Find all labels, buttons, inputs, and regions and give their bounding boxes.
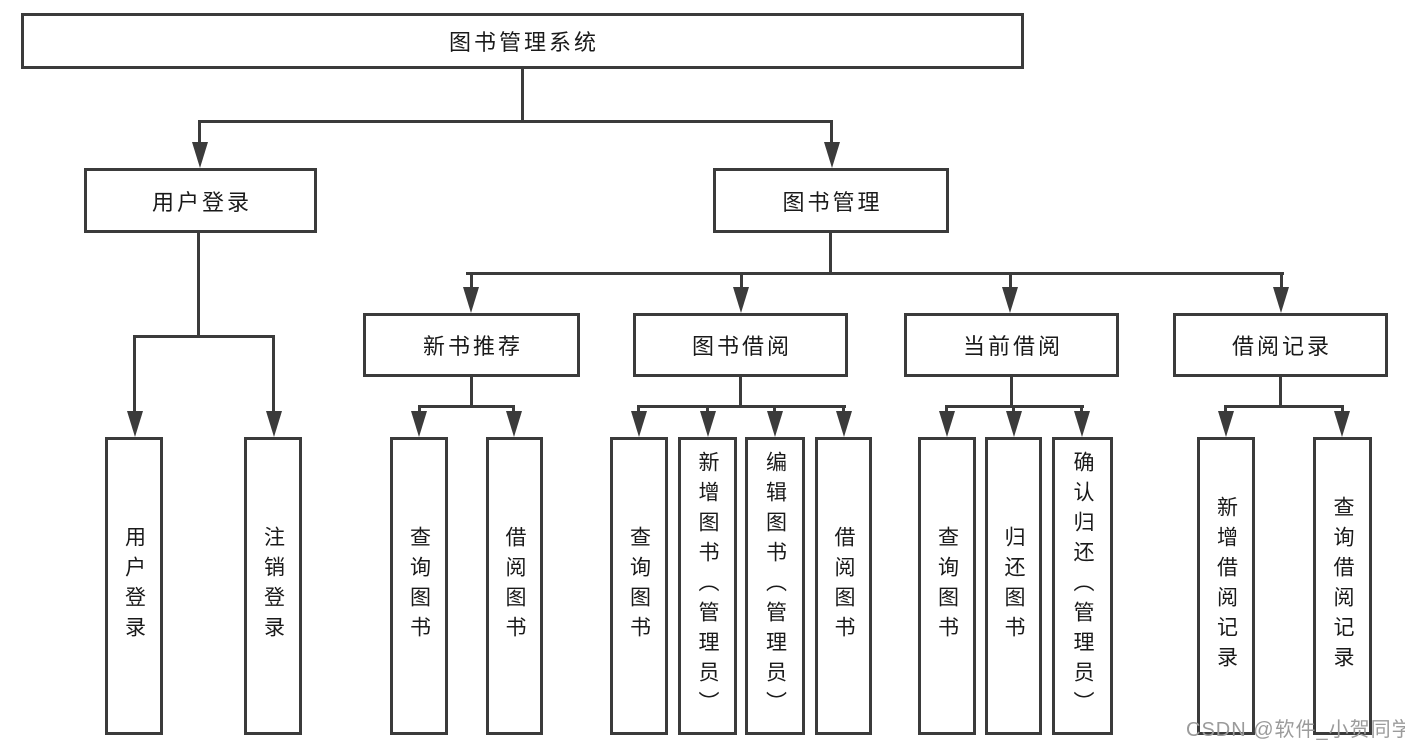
node-borrow-records: 借阅记录 [1173, 313, 1388, 377]
node-label: 当前借阅 [962, 334, 1063, 359]
node-label: 新增借阅记录 [1214, 496, 1238, 676]
watermark: CSDN @软件_小贺同学 [1186, 719, 1405, 741]
connector-line [198, 122, 201, 144]
connector-line [133, 335, 275, 338]
connector-line [1080, 407, 1083, 412]
connector-line [512, 407, 515, 412]
leaf-query-books-recommend: 查询图书 [390, 437, 448, 735]
arrow-down-icon [192, 142, 208, 168]
node-label: 图书管理 [782, 189, 883, 215]
node-book-borrow: 图书借阅 [633, 313, 848, 377]
node-user-login: 用户登录 [84, 168, 317, 233]
node-new-book-recommend: 新书推荐 [363, 313, 580, 377]
node-book-management: 图书管理 [713, 168, 949, 233]
connector-line [637, 407, 640, 412]
leaf-add-book-admin: 新增图书（管理员） [678, 437, 737, 735]
connector-line [829, 232, 832, 274]
leaf-borrow-books-recommend: 借阅图书 [486, 437, 543, 735]
arrow-down-icon [1334, 411, 1350, 437]
leaf-return-book: 归还图书 [985, 437, 1042, 735]
arrow-down-icon [1002, 287, 1018, 313]
connector-line [272, 337, 275, 412]
arrow-down-icon [767, 411, 783, 437]
connector-line [418, 407, 421, 412]
arrow-down-icon [463, 287, 479, 313]
node-label: 查询图书 [935, 526, 959, 646]
connector-line [1224, 405, 1344, 408]
connector-line [830, 122, 833, 144]
connector-line [1010, 376, 1013, 406]
node-label: 查询借阅记录 [1331, 496, 1354, 676]
node-label: 借阅图书 [832, 526, 855, 646]
arrow-down-icon [700, 411, 716, 437]
node-current-borrow: 当前借阅 [904, 313, 1119, 377]
node-label: 归还图书 [1002, 526, 1025, 646]
leaf-query-books-current: 查询图书 [918, 437, 976, 735]
arrow-down-icon [1074, 411, 1090, 437]
connector-line [1280, 274, 1283, 288]
node-label: 查询图书 [627, 526, 651, 646]
arrow-down-icon [411, 411, 427, 437]
connector-line [637, 405, 846, 408]
connector-line [470, 274, 473, 288]
arrow-down-icon [266, 411, 282, 437]
leaf-user-login: 用户登录 [105, 437, 163, 735]
connector-line [773, 407, 776, 412]
node-label: 图书管理系统 [448, 30, 599, 55]
connector-line [470, 376, 473, 406]
node-label: 借阅记录 [1231, 334, 1332, 359]
connector-line [842, 407, 845, 412]
connector-line [1224, 407, 1227, 412]
leaf-edit-book-admin: 编辑图书（管理员） [745, 437, 805, 735]
leaf-confirm-return-admin: 确认归还（管理员） [1052, 437, 1113, 735]
node-label: 查询图书 [407, 526, 431, 646]
leaf-borrow-books: 借阅图书 [815, 437, 872, 735]
connector-line [706, 407, 709, 412]
connector-line [740, 274, 743, 288]
connector-line [1341, 407, 1344, 412]
arrow-down-icon [939, 411, 955, 437]
node-label: 图书借阅 [691, 334, 792, 359]
connector-line [418, 405, 515, 408]
node-label: 用户登录 [151, 189, 252, 215]
connector-line [739, 376, 742, 406]
connector-line [1012, 407, 1015, 412]
connector-line [945, 407, 948, 412]
node-label: 新增图书（管理员） [696, 451, 719, 721]
arrow-down-icon [1006, 411, 1022, 437]
node-label: 确认归还（管理员） [1071, 451, 1094, 721]
connector-line [197, 232, 200, 336]
connector-line [1279, 376, 1282, 406]
arrow-down-icon [127, 411, 143, 437]
arrow-down-icon [733, 287, 749, 313]
node-label: 用户登录 [122, 526, 146, 646]
connector-line [466, 272, 1284, 275]
connector-line [1009, 274, 1012, 288]
node-label: 编辑图书（管理员） [763, 451, 787, 721]
node-library-system: 图书管理系统 [21, 13, 1024, 69]
connector-line [133, 337, 136, 412]
leaf-query-borrow-record: 查询借阅记录 [1313, 437, 1372, 735]
node-label: 新书推荐 [422, 334, 523, 359]
leaf-query-books-borrow: 查询图书 [610, 437, 668, 735]
node-label: 注销登录 [261, 526, 285, 646]
leaf-logout: 注销登录 [244, 437, 302, 735]
arrow-down-icon [824, 142, 840, 168]
arrow-down-icon [1273, 287, 1289, 313]
connector-line [945, 405, 1084, 408]
leaf-add-borrow-record: 新增借阅记录 [1197, 437, 1255, 735]
arrow-down-icon [836, 411, 852, 437]
arrow-down-icon [1218, 411, 1234, 437]
arrow-down-icon [506, 411, 522, 437]
node-label: 借阅图书 [503, 526, 526, 646]
connector-line [198, 120, 833, 123]
arrow-down-icon [631, 411, 647, 437]
connector-line [521, 68, 524, 121]
